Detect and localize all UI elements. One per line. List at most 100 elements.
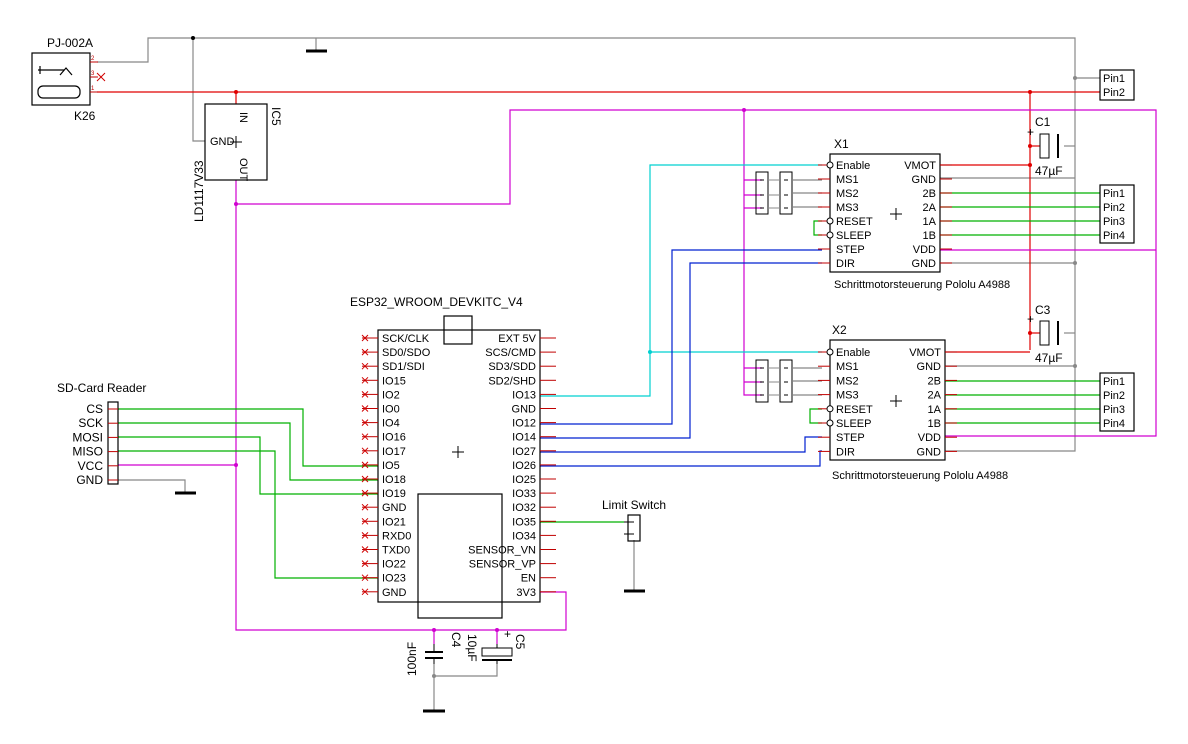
connector-pin4: Pin4 xyxy=(1103,418,1125,430)
inverted-pin-icon xyxy=(826,348,834,356)
x1-value: Schrittmotorsteuerung Pololu A4988 xyxy=(834,279,1010,291)
esp32-pin-io0: IO0 xyxy=(382,404,400,416)
esp32-pin-io27: IO27 xyxy=(512,446,536,458)
ground-symbols xyxy=(175,49,645,713)
x2-value: Schrittmotorsteuerung Pololu A4988 xyxy=(832,470,1008,482)
capacitor-c4[interactable]: 100nF C4 xyxy=(405,632,463,676)
esp32-pin-io2: IO2 xyxy=(382,389,400,401)
esp32-pin-io17: IO17 xyxy=(382,446,406,458)
driver-pin-ms2: MS2 xyxy=(836,188,859,200)
power-jack[interactable]: PJ-002A 2 3 1 K26 xyxy=(31,36,106,123)
esp32-pin-io18: IO18 xyxy=(382,474,406,486)
esp32-right-pins: EXT 5VSCS/CMDSD3/SDDSD2/SHDIO13GNDIO12IO… xyxy=(468,333,556,599)
c1-name: C1 xyxy=(1035,115,1051,129)
jumper-header-x2[interactable] xyxy=(755,359,793,403)
esp32-pin-io21: IO21 xyxy=(382,516,406,528)
esp32-pin-sck-clk: SCK/CLK xyxy=(382,333,430,345)
esp32-pin-sd0-sdo: SD0/SDO xyxy=(382,347,431,359)
driver-pin-gnd: GND xyxy=(912,174,937,186)
c3-value: 47µF xyxy=(1035,351,1063,365)
driver-pin-enable: Enable xyxy=(836,160,870,172)
reg-in-label: IN xyxy=(237,112,249,123)
reg-name: IC5 xyxy=(269,107,283,126)
limit-switch[interactable]: Limit Switch xyxy=(602,498,666,542)
driver-pin-dir: DIR xyxy=(836,446,855,458)
capacitor-c1[interactable]: C1 + 47µF xyxy=(1027,115,1063,178)
connector-body xyxy=(1099,184,1135,244)
svg-text:+: + xyxy=(504,627,511,641)
sd-pin-mosi: MOSI xyxy=(72,430,103,444)
esp32-pin-sd1-sdi: SD1/SDI xyxy=(382,361,425,373)
c5-value: 10µF xyxy=(465,634,479,662)
c1-value: 47µF xyxy=(1035,164,1063,178)
no-connect-mark xyxy=(361,376,369,384)
driver-pin-ms1: MS1 xyxy=(836,174,859,186)
esp32-pin-io5: IO5 xyxy=(382,460,400,472)
esp32-pin-txd0: TXD0 xyxy=(382,545,410,557)
driver-pin-ms3: MS3 xyxy=(836,390,859,402)
driver-pin-gnd: GND xyxy=(917,361,942,373)
driver-pin-enable: Enable xyxy=(836,347,870,359)
capacitor-c5[interactable]: + 10µF C5 xyxy=(465,627,527,664)
driver-pin-reset: RESET xyxy=(836,216,873,228)
esp32-pin-io13: IO13 xyxy=(512,389,536,401)
driver-pin-1a: 1A xyxy=(928,404,942,416)
driver-pin-step: STEP xyxy=(836,432,865,444)
no-connect-mark xyxy=(361,461,369,469)
esp32-module[interactable]: ESP32_WROOM_DEVKITC_V4 SCK/CLKSD0/SDOSD1… xyxy=(350,295,556,619)
esp32-pin-io33: IO33 xyxy=(512,488,536,500)
driver-pin-1b: 1B xyxy=(923,230,936,242)
no-connect-mark xyxy=(361,560,369,567)
sd-pin-gnd: GND xyxy=(76,473,103,487)
jumper-header-x1[interactable] xyxy=(755,171,793,215)
jack-pin-3: 3 xyxy=(91,71,95,77)
reg-out-label: OUT xyxy=(237,158,249,182)
c4-value: 100nF xyxy=(405,642,419,676)
no-connect-mark xyxy=(361,517,369,525)
esp32-pin-io32: IO32 xyxy=(512,502,536,514)
esp32-pin-sensor-vn: SENSOR_VN xyxy=(468,545,536,557)
driver-pin-2a: 2A xyxy=(923,202,937,214)
esp32-pin-sensor-vp: SENSOR_VP xyxy=(469,559,536,571)
driver-pin-1a: 1A xyxy=(923,216,937,228)
c3-name: C3 xyxy=(1035,303,1051,317)
esp32-pin-scs-cmd: SCS/CMD xyxy=(485,347,536,359)
driver-pin-sleep: SLEEP xyxy=(836,230,871,242)
no-connect-mark xyxy=(361,574,369,582)
driver-pin-sleep: SLEEP xyxy=(836,418,871,430)
x2-name: X2 xyxy=(832,323,847,337)
driver-pin-gnd: GND xyxy=(917,446,942,458)
esp32-pin-en: EN xyxy=(521,573,536,585)
inverted-pin-icon xyxy=(826,231,834,239)
esp32-pin-3v3: 3V3 xyxy=(516,587,536,599)
sd-pin-vcc: VCC xyxy=(78,459,104,473)
voltage-regulator[interactable]: GND IN OUT IC5 LD1117V33 xyxy=(192,103,283,222)
driver-pin-2b: 2B xyxy=(928,375,941,387)
no-connect-mark xyxy=(361,475,369,483)
sd-pin-sck: SCK xyxy=(78,416,103,430)
connector-pin1: Pin1 xyxy=(1103,376,1125,388)
driver-pin-dir: DIR xyxy=(836,258,855,270)
capacitor-c3[interactable]: C3 + 47µF xyxy=(1027,303,1063,365)
no-connect-mark xyxy=(361,419,369,426)
no-connect-mark xyxy=(361,588,369,596)
inverted-pin-icon xyxy=(826,161,834,169)
esp32-pin-gnd: GND xyxy=(382,587,407,599)
esp32-pin-gnd: GND xyxy=(512,404,537,416)
x1-name: X1 xyxy=(834,137,849,151)
junctions xyxy=(191,36,1077,678)
sd-name: SD-Card Reader xyxy=(57,381,146,395)
esp32-pin-io15: IO15 xyxy=(382,375,406,387)
svg-text:+: + xyxy=(1027,312,1034,326)
esp32-pin-io12: IO12 xyxy=(512,418,536,430)
esp32-pin-rxd0: RXD0 xyxy=(382,530,411,542)
esp32-pin-io23: IO23 xyxy=(382,573,406,585)
